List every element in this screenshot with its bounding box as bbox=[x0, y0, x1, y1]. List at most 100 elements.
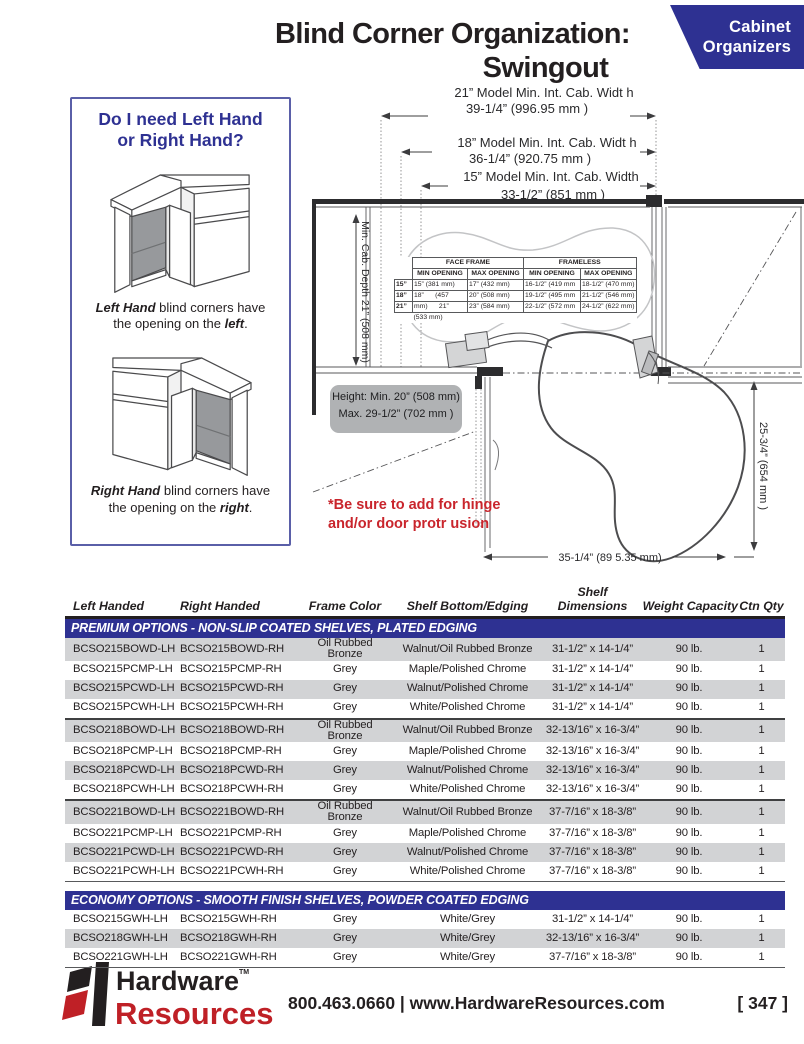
product-cell: 90 lb. bbox=[675, 701, 703, 714]
opening-column-header: MAX OPENING bbox=[467, 268, 524, 280]
hinge-warning-line2: and/or door protr usion bbox=[328, 515, 490, 532]
hinge-warning: *Be sure to add for hinge and/or door pr… bbox=[328, 496, 500, 534]
left-hand-cabinet-illustration bbox=[109, 174, 250, 293]
column-header: Left Handed bbox=[65, 585, 180, 619]
product-cell: Walnut/Polished Chrome bbox=[390, 842, 545, 862]
product-cell: Walnut/Oil Rubbed Bronze bbox=[390, 799, 545, 824]
product-cell: 1 bbox=[738, 679, 785, 699]
product-cell: BCSO215BOWD-RH bbox=[180, 638, 300, 661]
opening-value-cell bbox=[468, 313, 524, 324]
height-note-line1: Height: Min. 20” (508 mm) bbox=[332, 391, 460, 403]
product-cell: 90 lb. bbox=[640, 799, 738, 824]
dim-15-model: 15” Model Min. Int. Cab. Width bbox=[463, 169, 639, 184]
product-cell: BCSO215PCWD-RH bbox=[180, 679, 300, 699]
hand-guide-box: Do I need Left Hand or Right Hand? Left … bbox=[70, 97, 291, 546]
section-header: PREMIUM OPTIONS - NON-SLIP COATED SHELVE… bbox=[65, 617, 785, 638]
product-cell: Grey bbox=[300, 928, 390, 948]
right-hand-caption: Right Hand blind corners have the openin… bbox=[78, 483, 283, 516]
product-cell: BCSO215PCWD-LH bbox=[65, 679, 180, 699]
product-cell: BCSO215GWH-LH bbox=[73, 912, 168, 925]
column-header: Frame Color bbox=[300, 585, 390, 619]
hand-guide-heading-line2: or Right Hand? bbox=[117, 130, 244, 151]
product-cell: 31-1/2” x 14-1/4” bbox=[552, 701, 633, 714]
opening-column-header: MIN OPENING bbox=[412, 268, 468, 280]
bottom-dim-label: 35-1/4” (89 5.35 mm) bbox=[558, 552, 661, 564]
column-header: Shelf Bottom/Edging bbox=[390, 585, 545, 619]
spacer-cell bbox=[395, 269, 413, 280]
opening-size-cell: 18” bbox=[394, 290, 413, 302]
product-cell: BCSO221BOWD-LH bbox=[65, 799, 180, 824]
right-hand-suffix: . bbox=[248, 499, 253, 515]
product-cell: BCSO218BOWD-LH bbox=[65, 717, 180, 743]
product-cell: BCSO221PCWD-LH bbox=[65, 842, 180, 862]
product-cell: 31-1/2” x 14-1/4” bbox=[545, 679, 640, 699]
cabinet-walls bbox=[312, 195, 804, 415]
product-cell: 90 lb. bbox=[675, 912, 703, 925]
product-cell: 90 lb. bbox=[640, 717, 738, 743]
column-header: Shelf Dimensions bbox=[545, 585, 640, 619]
product-cell: 37-7/16” x 18-3/8” bbox=[548, 826, 637, 839]
contact-info: 800.463.0660 | www.HardwareResources.com bbox=[288, 993, 665, 1013]
column-header: Right Handed bbox=[180, 585, 300, 619]
opening-size-cell: 15” bbox=[394, 279, 413, 291]
logo-mark-bottom bbox=[62, 990, 88, 1020]
logo-mark-top bbox=[67, 966, 92, 992]
product-cell: Walnut/Polished Chrome bbox=[390, 679, 545, 699]
product-cell: Grey bbox=[300, 761, 390, 781]
opening-group-face-frame: FACE FRAME bbox=[412, 257, 524, 269]
opening-value-cell: 18-1/2” (470 mm) bbox=[580, 279, 637, 291]
opening-value-cell: 15” (381 mm) bbox=[412, 279, 468, 291]
technical-diagram: 21” Model Min. Int. Cab. Widt h 39-1/4” … bbox=[312, 85, 804, 564]
product-cell: BCSO215GWH-RH bbox=[180, 912, 277, 925]
product-cell: BCSO215BOWD-LH bbox=[65, 638, 180, 661]
category-badge: Cabinet Organizers bbox=[670, 5, 804, 69]
spacer-cell bbox=[65, 881, 785, 891]
product-cell: 1 bbox=[758, 826, 765, 839]
opening-column-header: MAX OPENING bbox=[580, 268, 637, 280]
product-cell: 1 bbox=[738, 928, 785, 948]
left-hand-caption: Left Hand blind corners have the opening… bbox=[78, 300, 283, 333]
left-hand-suffix: . bbox=[244, 316, 248, 332]
product-cell: BCSO218PCWD-LH bbox=[65, 761, 180, 781]
opening-value-cell: 18” (457 bbox=[412, 290, 468, 302]
opening-value-cell: 17” (432 mm) bbox=[467, 279, 524, 291]
product-cell: BCSO218PCMP-LH bbox=[73, 745, 173, 758]
height-note-line2: Max. 29-1/2” (702 mm ) bbox=[338, 408, 454, 420]
product-cell: 90 lb. bbox=[640, 861, 738, 882]
right-hand-cabinet-illustration bbox=[111, 357, 252, 476]
brand-name-line1: Hardware bbox=[116, 966, 239, 996]
product-cell: 90 lb. bbox=[640, 638, 738, 661]
product-cell: Grey bbox=[300, 947, 390, 968]
right-hand-emph: right bbox=[219, 499, 249, 515]
product-cell: Maple/Polished Chrome bbox=[408, 745, 527, 758]
hinge-hardware bbox=[444, 330, 660, 471]
section-header: ECONOMY OPTIONS - SMOOTH FINISH SHELVES,… bbox=[65, 890, 785, 910]
product-cell: Grey bbox=[300, 842, 390, 862]
product-cell: Grey bbox=[333, 663, 357, 676]
product-cell: 1 bbox=[738, 717, 785, 743]
badge-line2: Organizers bbox=[702, 38, 791, 56]
product-cell: White/Grey bbox=[390, 947, 545, 968]
brand-logo: Hardware TM Resources bbox=[62, 962, 274, 1031]
product-cell: BCSO218GWH-LH bbox=[65, 928, 180, 948]
opening-group-frameless: FRAMELESS bbox=[523, 257, 637, 269]
product-cell: 1 bbox=[738, 861, 785, 882]
product-cell: BCSO221GWH-LH bbox=[65, 947, 180, 968]
left-hand-text2: the opening on the bbox=[113, 316, 225, 332]
product-cell: 1 bbox=[738, 947, 785, 968]
product-cell: 90 lb. bbox=[675, 663, 703, 676]
opening-column-header: MIN OPENING bbox=[523, 268, 581, 280]
product-cell: 32-13/16” x 16-3/4” bbox=[545, 783, 640, 796]
product-cell: 90 lb. bbox=[640, 761, 738, 781]
right-hand-term: Right Hand bbox=[90, 482, 161, 498]
